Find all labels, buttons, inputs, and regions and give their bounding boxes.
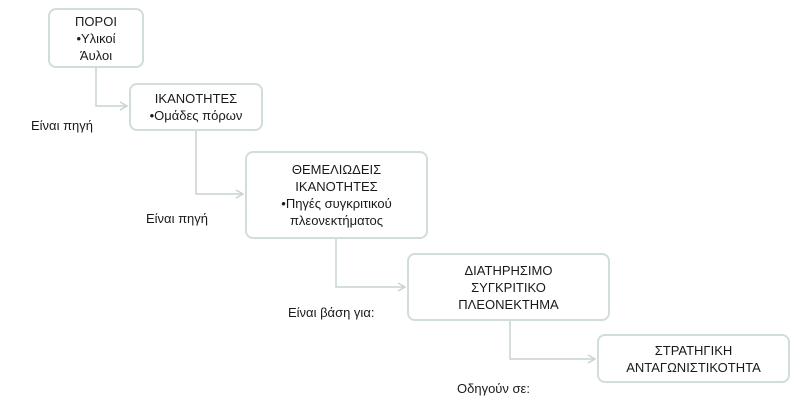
node-themeliodeis-title-1: ΘΕΜΕΛΙΩΔΕΙΣ — [291, 162, 382, 177]
node-poroi-item-2: Άυλοι — [79, 47, 113, 63]
node-themeliodeis-item-1: •Πηγές συγκριτικού — [281, 196, 392, 211]
edge-label-poroi-ikanotites: Είναι πηγή — [31, 118, 94, 133]
node-stratigiki-line-2: ΑΝΤΑΓΩΝΙΣΤΙΚΟΤΗΤΑ — [626, 359, 761, 375]
connector-poroi-ikanotites — [95, 68, 129, 111]
edge-label-ikanotites-themeliodeis: Είναι πηγή — [146, 211, 209, 226]
edge-label-diatirisimo-stratigiki: Οδηγούν σε: — [457, 381, 530, 396]
node-ikanotites-item-1: •Ομάδες πόρων — [149, 108, 243, 123]
node-diatirisimo-line-3: ΠΛΕΟΝΕΚΤΗΜΑ — [458, 296, 559, 312]
node-themeliodeis-item-2: πλεονεκτήματος — [289, 213, 384, 228]
node-diatirisimo-line-2: ΣΥΓΚΡΙΤΙΚΟ — [471, 279, 546, 295]
node-stratigiki: ΣΤΡΑΤΗΓΙΚΗ ΑΝΤΑΓΩΝΙΣΤΙΚΟΤΗΤΑ — [597, 334, 790, 383]
node-poroi-item-1: •Υλικοί — [76, 30, 116, 46]
node-themeliodeis-title-2: ΙΚΑΝΟΤΗΤΕΣ — [295, 179, 378, 194]
connector-diatirisimo-stratigiki — [509, 321, 597, 364]
node-ikanotites: ΙΚΑΝΟΤΗΤΕΣ •Ομάδες πόρων — [129, 83, 263, 131]
node-diatirisimo-line-1: ΔΙΑΤΗΡΗΣΙΜΟ — [464, 262, 553, 278]
node-ikanotites-title: ΙΚΑΝΟΤΗΤΕΣ — [154, 91, 238, 106]
node-themeliodeis: ΘΕΜΕΛΙΩΔΕΙΣ ΙΚΑΝΟΤΗΤΕΣ •Πηγές συγκριτικο… — [245, 151, 428, 239]
node-diatirisimo: ΔΙΑΤΗΡΗΣΙΜΟ ΣΥΓΚΡΙΤΙΚΟ ΠΛΕΟΝΕΚΤΗΜΑ — [407, 253, 610, 321]
connector-themeliodeis-diatirisimo — [335, 239, 407, 292]
connector-ikanotites-themeliodeis — [195, 131, 245, 199]
node-stratigiki-line-1: ΣΤΡΑΤΗΓΙΚΗ — [654, 342, 733, 358]
node-poroi: ΠΟΡΟΙ •Υλικοί Άυλοι — [48, 8, 144, 68]
edge-label-themeliodeis-diatirisimo: Είναι βάση για: — [288, 305, 375, 320]
node-poroi-title: ΠΟΡΟΙ — [75, 13, 117, 29]
